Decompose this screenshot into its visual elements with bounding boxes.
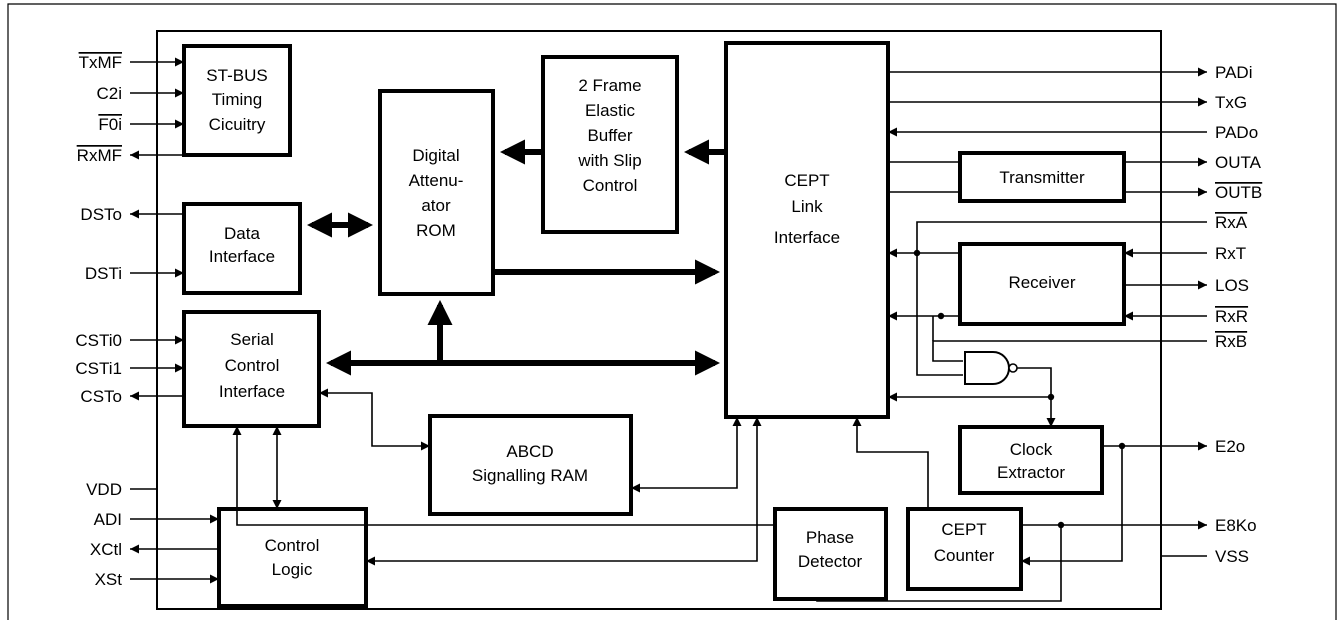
elastic-buffer-block: 2 Frame Elastic Buffer with Slip Control (541, 55, 679, 234)
internal-signals (232, 248, 1123, 602)
pin-rxmf: RxMF (77, 146, 122, 165)
control-logic-line-1: Control (265, 536, 320, 555)
left-pin-lines (130, 57, 219, 584)
abcd-ram-line-2: Signalling RAM (472, 466, 588, 485)
clock-extractor-line-2: Extractor (997, 463, 1065, 482)
digital-attenuator-block: Digital Attenu- ator ROM (378, 89, 495, 296)
pin-txmf: TxMF (79, 53, 122, 72)
pin-pado: PADo (1215, 123, 1258, 142)
data-interface-line-1: Data (224, 224, 260, 243)
chip-outline (156, 30, 1162, 610)
elastic-buffer-line-2: Elastic (585, 101, 636, 120)
nand-gate (964, 351, 1018, 385)
control-logic-block: Control Logic (217, 507, 368, 608)
pin-rxr: RxR (1215, 307, 1248, 326)
control-logic-line-2: Logic (272, 560, 313, 579)
pin-dsto: DSTo (80, 205, 122, 224)
internal-buses (306, 139, 726, 376)
pin-e2o: E2o (1215, 437, 1245, 456)
cept-link-line-2: Link (791, 197, 823, 216)
pin-f0i: F0i (98, 115, 122, 134)
right-pin-lines (888, 67, 1207, 557)
pin-outa: OUTA (1215, 153, 1262, 172)
outer-frame (7, 3, 1337, 620)
pin-txg: TxG (1215, 93, 1247, 112)
digital-attenuator-line-1: Digital (412, 146, 459, 165)
receiver-label: Receiver (1008, 273, 1075, 292)
pin-vdd: VDD (86, 480, 122, 499)
serial-control-line-2: Control (225, 356, 280, 375)
receiver-block: Receiver (958, 242, 1126, 326)
cept-link-interface-block: CEPT Link Interface (724, 41, 890, 419)
cept-counter-block: CEPT Counter (906, 507, 1023, 591)
cept-link-line-1: CEPT (784, 171, 829, 190)
pin-xctl: XCtl (90, 540, 122, 559)
data-interface-line-2: Interface (209, 247, 275, 266)
clock-extractor-block: Clock Extractor (958, 425, 1104, 495)
pin-adi: ADI (94, 510, 122, 529)
transmitter-label: Transmitter (999, 168, 1085, 187)
digital-attenuator-line-3: ator (421, 196, 451, 215)
pin-los: LOS (1215, 276, 1249, 295)
pin-padi: PADi (1215, 63, 1252, 82)
elastic-buffer-line-5: Control (583, 176, 638, 195)
pin-rxb: RxB (1215, 332, 1247, 351)
serial-control-line-3: Interface (219, 382, 285, 401)
serial-control-block: Serial Control Interface (182, 310, 321, 428)
digital-attenuator-line-4: ROM (416, 221, 456, 240)
junction-dots (913, 249, 1126, 529)
digital-attenuator-line-2: Attenu- (409, 171, 464, 190)
pin-csti0: CSTi0 (75, 331, 122, 350)
st-bus-timing-line-3: Cicuitry (209, 115, 266, 134)
transmitter-block: Transmitter (958, 151, 1126, 203)
st-bus-timing-line-2: Timing (212, 90, 262, 109)
cept-counter-line-2: Counter (934, 546, 995, 565)
elastic-buffer-line-3: Buffer (587, 126, 632, 145)
pin-csto: CSTo (80, 387, 122, 406)
cept-counter-line-1: CEPT (941, 520, 986, 539)
phase-detector-block: Phase Detector (773, 507, 888, 601)
abcd-ram-block: ABCD Signalling RAM (428, 414, 633, 516)
st-bus-timing-line-1: ST-BUS (206, 66, 267, 85)
pin-dsti: DSTi (85, 264, 122, 283)
phase-detector-line-2: Detector (798, 552, 863, 571)
elastic-buffer-line-1: 2 Frame (578, 76, 641, 95)
pin-vss: VSS (1215, 547, 1249, 566)
pin-outb: OUTB (1215, 183, 1262, 202)
pin-csti1: CSTi1 (75, 359, 122, 378)
pin-e8ko: E8Ko (1215, 516, 1257, 535)
phase-detector-line-1: Phase (806, 528, 854, 547)
pin-rxa: RxA (1215, 213, 1248, 232)
data-interface-block: Data Interface (182, 202, 302, 295)
st-bus-timing-block: ST-BUS Timing Cicuitry (182, 44, 292, 157)
abcd-ram-line-1: ABCD (506, 442, 553, 461)
pin-rxt: RxT (1215, 244, 1246, 263)
elastic-buffer-line-4: with Slip (577, 151, 641, 170)
serial-control-line-1: Serial (230, 330, 273, 349)
pin-c2i: C2i (96, 84, 122, 103)
pin-xst: XSt (95, 570, 123, 589)
clock-extractor-line-1: Clock (1010, 440, 1053, 459)
cept-link-line-3: Interface (774, 228, 840, 247)
